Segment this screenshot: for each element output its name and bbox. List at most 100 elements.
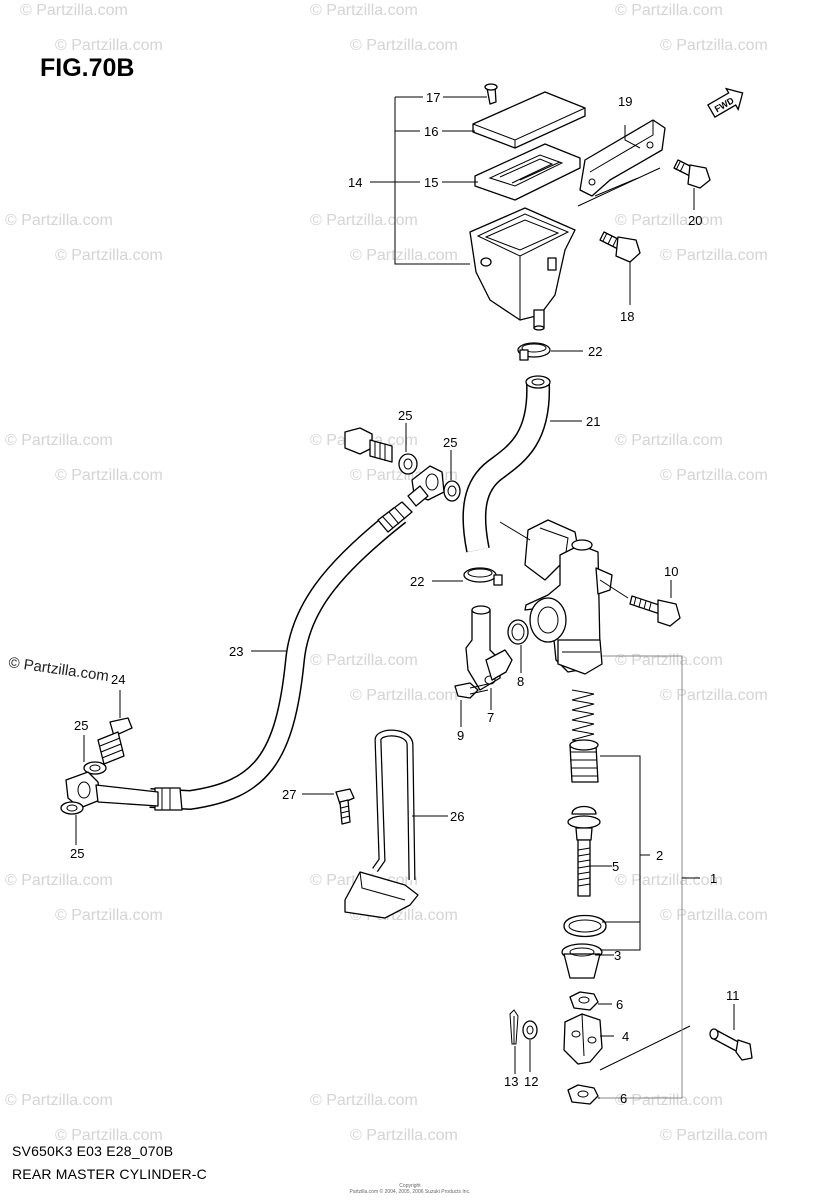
brake-hose bbox=[149, 485, 429, 811]
leader-line bbox=[599, 1025, 691, 1071]
locknut bbox=[567, 1084, 599, 1105]
model-code: SV650K3 E03 E28_070B bbox=[12, 1143, 174, 1159]
watermark: © Partzilla.com bbox=[660, 1127, 768, 1144]
figure-title: FIG.70B bbox=[40, 54, 135, 82]
inlet-connector bbox=[465, 605, 513, 691]
callout-label: 15 bbox=[424, 175, 438, 190]
leader-line bbox=[599, 579, 629, 599]
watermark: © Partzilla.com bbox=[55, 907, 163, 924]
watermark: © Partzilla.com bbox=[615, 2, 723, 19]
watermark: © Partzilla.com bbox=[310, 1092, 418, 1109]
watermark: © Partzilla.com bbox=[310, 212, 418, 229]
callout-label: 14 bbox=[348, 175, 362, 190]
callout-label: 6 bbox=[616, 997, 623, 1012]
watermark: © Partzilla.com bbox=[615, 652, 723, 669]
watermark: © Partzilla.com bbox=[660, 687, 768, 704]
copyright-notice: Copyright Partzilla.com © 2004, 2005, 20… bbox=[330, 1183, 490, 1195]
callout-label: 18 bbox=[620, 309, 634, 324]
watermark: © Partzilla.com bbox=[660, 907, 768, 924]
callout-label: 7 bbox=[487, 710, 494, 725]
watermark: © Partzilla.com bbox=[660, 37, 768, 54]
watermark: © Partzilla.com bbox=[660, 247, 768, 264]
watermark: © Partzilla.com bbox=[310, 2, 418, 19]
hose-guide bbox=[344, 729, 419, 919]
watermark: © Partzilla.com bbox=[615, 1092, 723, 1109]
reservoir-plate bbox=[474, 143, 581, 201]
callout-label: 27 bbox=[282, 787, 296, 802]
watermark: © Partzilla.com bbox=[660, 467, 768, 484]
leader-line bbox=[499, 521, 531, 541]
sealing-washer bbox=[398, 453, 418, 475]
mounting-bolt bbox=[629, 595, 681, 627]
watermark: © Partzilla.com bbox=[310, 652, 418, 669]
reservoir-bolt bbox=[599, 231, 641, 263]
callout-label: 25 bbox=[74, 718, 88, 733]
watermark: © Partzilla.com bbox=[350, 37, 458, 54]
master-cylinder-body bbox=[524, 519, 613, 675]
sealing-washer bbox=[83, 761, 107, 775]
boot bbox=[561, 943, 603, 979]
callout-label: 16 bbox=[424, 124, 438, 139]
reservoir-cap-screw bbox=[484, 83, 498, 105]
leader-line bbox=[600, 655, 683, 1099]
watermark: © Partzilla.com bbox=[350, 687, 458, 704]
reservoir-cap bbox=[472, 91, 586, 149]
hose-clamp-lower bbox=[463, 567, 503, 586]
callout-label: 19 bbox=[618, 94, 632, 109]
callout-label: 5 bbox=[612, 859, 619, 874]
guide-bolt bbox=[335, 788, 355, 825]
push-rod bbox=[567, 805, 601, 897]
watermark: © Partzilla.com bbox=[55, 1127, 163, 1144]
watermark: © Partzilla.com bbox=[5, 432, 113, 449]
callout-label: 3 bbox=[614, 948, 621, 963]
watermark: © Partzilla.com bbox=[615, 212, 723, 229]
locknut bbox=[569, 991, 599, 1011]
callout-label: 22 bbox=[588, 344, 602, 359]
banjo-bolt bbox=[344, 427, 393, 463]
o-ring bbox=[507, 619, 529, 645]
copyright-line: Copyright bbox=[399, 1183, 421, 1189]
leader-line bbox=[577, 167, 661, 207]
connector-screw bbox=[454, 682, 489, 699]
sealing-washer bbox=[443, 480, 461, 502]
return-spring bbox=[571, 689, 595, 745]
hose-clamp-upper bbox=[517, 342, 551, 361]
watermark-prominent: © Partzilla.com bbox=[7, 654, 109, 685]
leader-line bbox=[394, 97, 470, 265]
callout-label: 9 bbox=[457, 728, 464, 743]
callout-label: 12 bbox=[524, 1074, 538, 1089]
leader-line bbox=[600, 755, 641, 923]
callout-label: 25 bbox=[70, 846, 84, 861]
circlip bbox=[563, 914, 607, 938]
watermark-layer: © Partzilla.com © Partzilla.com © Partzi… bbox=[5, 2, 768, 1144]
watermark: © Partzilla.com bbox=[615, 872, 723, 889]
watermark: © Partzilla.com bbox=[5, 1092, 113, 1109]
callout-label: 13 bbox=[504, 1074, 518, 1089]
reservoir-body bbox=[469, 207, 576, 331]
callout-label: 17 bbox=[426, 90, 440, 105]
callout-label: 24 bbox=[111, 672, 125, 687]
copyright-line: Partzilla.com © 2004, 2005, 2006 Suzuki … bbox=[349, 1189, 471, 1195]
leader-line bbox=[594, 177, 639, 197]
callout-label: 1 bbox=[710, 871, 717, 886]
cotter-pin bbox=[509, 1009, 519, 1045]
piston-assembly bbox=[569, 739, 599, 783]
reservoir-bracket bbox=[579, 119, 666, 197]
figure-caption: REAR MASTER CYLINDER-C bbox=[12, 1166, 207, 1182]
callout-label: 11 bbox=[726, 988, 740, 1003]
callout-label: 22 bbox=[410, 574, 424, 589]
watermark: © Partzilla.com bbox=[615, 432, 723, 449]
watermark: © Partzilla.com bbox=[5, 872, 113, 889]
callout-label: 2 bbox=[656, 848, 663, 863]
callout-label: 25 bbox=[398, 408, 412, 423]
leader-line bbox=[600, 922, 641, 951]
watermark: © Partzilla.com bbox=[5, 212, 113, 229]
washer bbox=[522, 1020, 538, 1040]
callout-label: 4 bbox=[622, 1029, 629, 1044]
fwd-arrow-icon: FWD bbox=[707, 87, 744, 118]
clevis bbox=[563, 1013, 603, 1065]
watermark: © Partzilla.com bbox=[55, 247, 163, 264]
clevis-pin bbox=[709, 1028, 753, 1061]
callout-label: 21 bbox=[586, 414, 600, 429]
watermark: © Partzilla.com bbox=[55, 37, 163, 54]
